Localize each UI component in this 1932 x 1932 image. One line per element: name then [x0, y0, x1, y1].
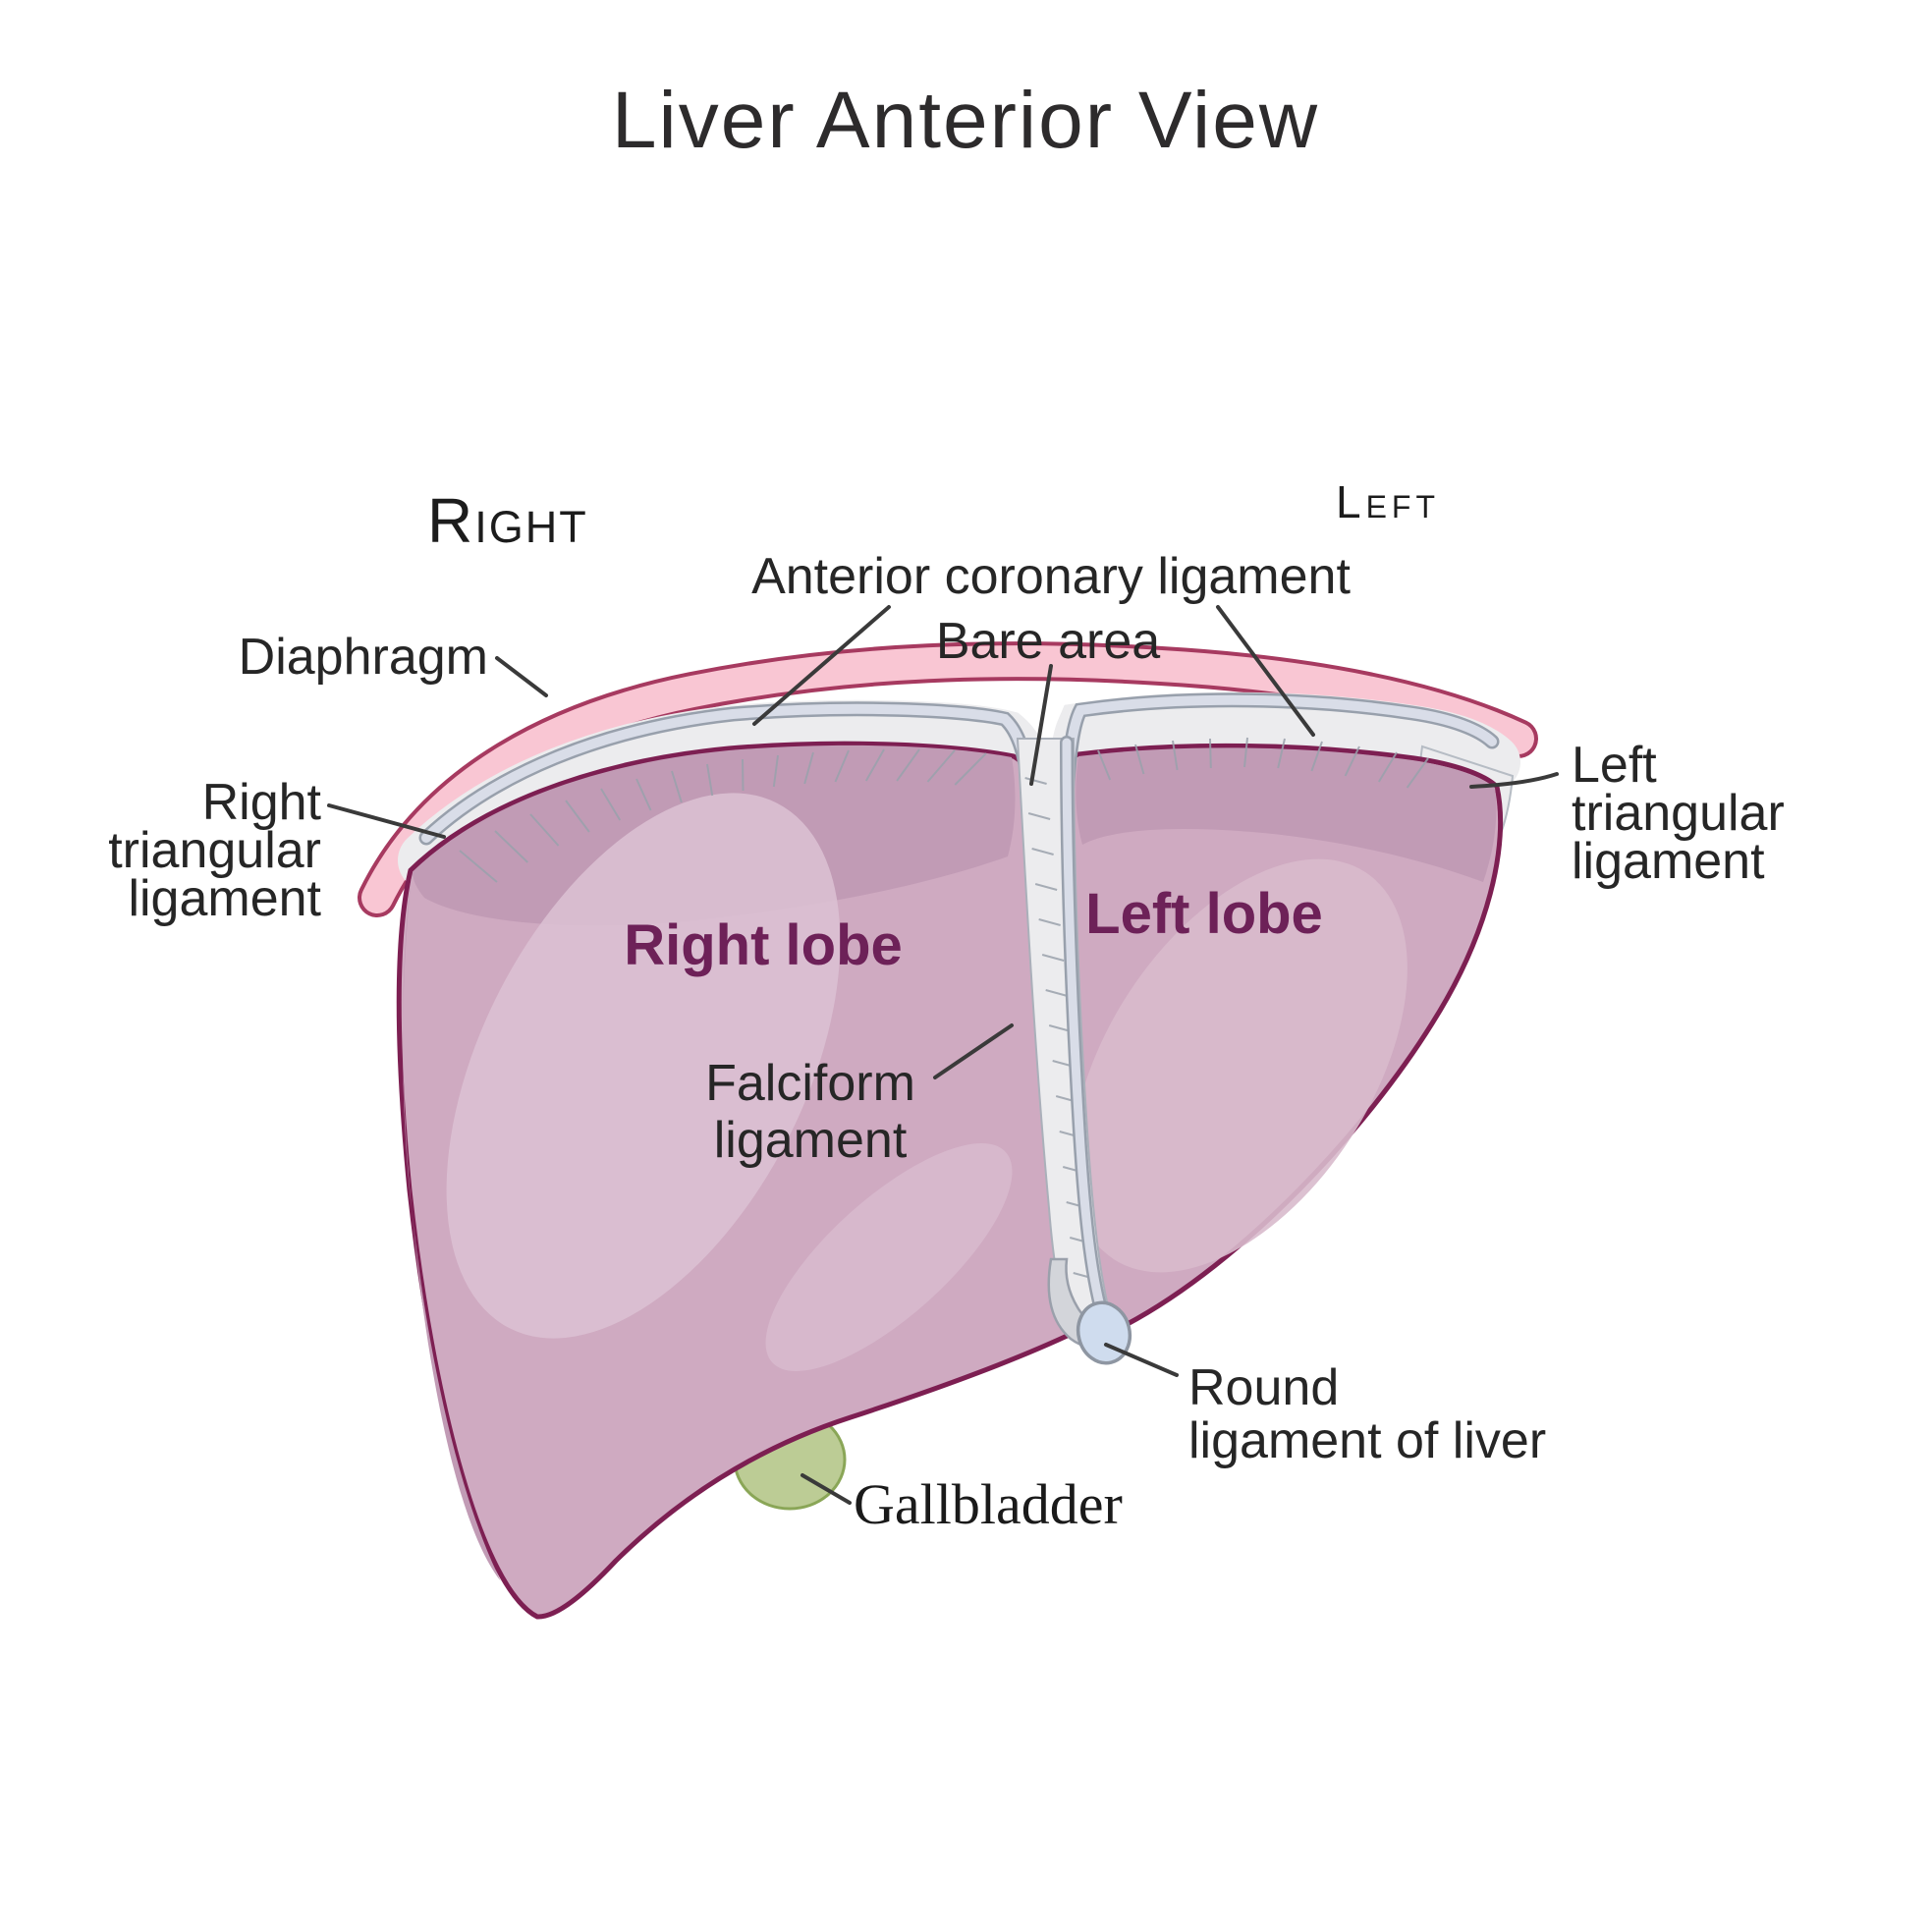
right-triangular-leader	[327, 803, 446, 839]
label-falciform-line1: Falciform	[705, 1055, 915, 1112]
left-coronary-band	[1048, 691, 1520, 842]
orientation-marker-right: Right	[427, 485, 588, 556]
label-left-triangular-ligament: Left triangular ligament	[1572, 737, 1785, 890]
label-round-ligament: Round ligament of liver	[1188, 1359, 1546, 1469]
right-lobe-lower-highlight	[765, 1143, 1013, 1371]
label-anterior-coronary-ligament: Anterior coronary ligament	[751, 548, 1351, 605]
gallbladder-leader	[800, 1473, 852, 1505]
anterior-coronary-right-leader	[1216, 605, 1315, 737]
label-diaphragm: Diaphragm	[239, 629, 488, 686]
falciform-leader	[933, 1023, 1014, 1079]
label-right-triangular-line2: triangular	[108, 822, 321, 879]
label-left-triangular-line3: ligament	[1572, 833, 1765, 890]
label-round-ligament-line1: Round	[1188, 1359, 1339, 1416]
label-right-lobe: Right lobe	[624, 913, 903, 977]
anterior-coronary-left-leader	[752, 605, 891, 726]
right-coronary-band	[398, 699, 1056, 891]
orientation-marker-left: Left	[1336, 476, 1440, 527]
bare-area-leader	[1029, 664, 1053, 786]
label-right-triangular-ligament: Right triangular ligament	[108, 774, 321, 927]
left-lobe-top-shade	[1076, 747, 1497, 882]
coronary-band-strips	[418, 692, 1500, 883]
text-labels: Liver Anterior View Right Left Anterior …	[108, 76, 1785, 1536]
label-right-triangular-line1: Right	[202, 774, 322, 831]
label-falciform-ligament: Falciform ligament	[705, 1055, 915, 1169]
left-band-tick-lines	[1097, 737, 1429, 789]
label-left-lobe: Left lobe	[1085, 882, 1323, 946]
label-falciform-line2: ligament	[714, 1112, 908, 1169]
diaphragm-leader	[495, 656, 548, 697]
label-bare-area: Bare area	[936, 613, 1160, 670]
page-title: Liver Anterior View	[612, 76, 1319, 165]
right-lobe-highlight	[446, 793, 841, 1339]
left-triangular-leader	[1469, 772, 1559, 789]
leader-lines	[327, 605, 1559, 1505]
diaphragm-band-fill	[361, 645, 1534, 913]
label-left-triangular-line2: triangular	[1572, 785, 1785, 842]
label-round-ligament-line2: ligament of liver	[1188, 1412, 1546, 1469]
left-lobe-highlight	[1072, 858, 1408, 1273]
right-band-tick-lines	[459, 748, 987, 883]
falciform-strip	[1062, 738, 1110, 1329]
liver-body	[396, 741, 1504, 1620]
diaphragm-band	[358, 641, 1538, 917]
label-right-triangular-line3: ligament	[128, 870, 321, 927]
round-ligament-leader	[1104, 1343, 1179, 1377]
label-gallbladder: Gallbladder	[854, 1472, 1123, 1536]
label-left-triangular-line1: Left	[1572, 737, 1657, 794]
